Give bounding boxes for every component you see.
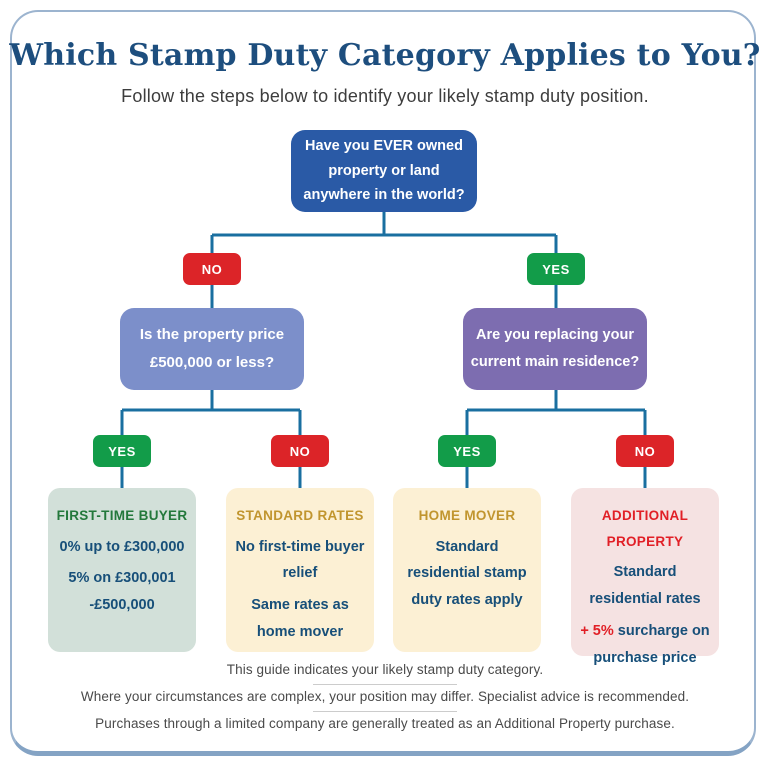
footer-divider <box>313 684 457 685</box>
branch-yes-label: YES <box>453 443 481 459</box>
outcome-title: STANDARD RATES <box>236 508 364 523</box>
question-property-price-text: Is the property price £500,000 or less? <box>139 326 285 371</box>
outcome-title: ADDITIONAL PROPERTY <box>601 508 689 549</box>
surcharge-highlight: + 5% <box>580 622 614 639</box>
branch-yes-label: YES <box>542 261 570 277</box>
branch-yes-label: YES <box>108 443 136 459</box>
outcome-line: Standard residential stamp duty rates ap… <box>407 538 527 609</box>
outcome-line-part: -£500,000 <box>89 597 155 614</box>
outcome-title: FIRST-TIME BUYER <box>56 508 188 523</box>
outcome-first-time-buyer: FIRST-TIME BUYER 0% up to £300,000 5% on… <box>48 488 196 652</box>
footer-line-3: Purchases through a limited company are … <box>95 716 675 731</box>
page-subtitle: Follow the steps below to identify your … <box>121 86 649 106</box>
outcome-line: No first-time buyer relief <box>235 538 365 582</box>
branch-no-label: NO <box>634 443 656 459</box>
branch-no-label: NO <box>201 261 223 277</box>
branch-no-label: NO <box>289 443 311 459</box>
branch-yes-right: YES <box>438 435 496 467</box>
outcome-home-mover: HOME MOVER Standard residential stamp du… <box>393 488 541 652</box>
outcome-title: HOME MOVER <box>418 508 516 523</box>
page-title: Which Stamp Duty Category Applies to You… <box>9 38 761 73</box>
outcome-line-part: 5% on £300,001 <box>68 570 176 587</box>
branch-no-left: NO <box>271 435 329 467</box>
outcome-line: + 5% surcharge on purchase price <box>576 618 714 672</box>
branch-no-right: NO <box>616 435 674 467</box>
question-property-price: Is the property price £500,000 or less? <box>120 308 304 390</box>
outcome-line: Same rates as home mover <box>251 597 349 641</box>
footer-line-2: Where your circumstances are complex, yo… <box>80 689 690 704</box>
outcome-line: 0% up to £300,000 <box>59 538 185 555</box>
surcharge-rest: surcharge on purchase price <box>593 622 710 666</box>
outcome-line: 5% on £300,001 -£500,000 <box>53 565 191 619</box>
footer-line-1: This guide indicates your likely stamp d… <box>226 662 544 677</box>
branch-yes-root: YES <box>527 253 585 285</box>
question-main-residence: Are you replacing your current main resi… <box>463 308 647 390</box>
question-root: Have you EVER owned property or land any… <box>291 130 477 212</box>
outcome-standard-rates: STANDARD RATES No first-time buyer relie… <box>226 488 374 652</box>
outcome-line: Standard residential rates <box>589 564 701 608</box>
branch-yes-left: YES <box>93 435 151 467</box>
question-main-residence-text: Are you replacing your current main resi… <box>470 327 640 370</box>
branch-no-root: NO <box>183 253 241 285</box>
outcome-additional-property: ADDITIONAL PROPERTY Standard residential… <box>571 488 719 666</box>
question-root-text: Have you EVER owned property or land any… <box>303 137 465 204</box>
footer-divider <box>313 711 457 712</box>
